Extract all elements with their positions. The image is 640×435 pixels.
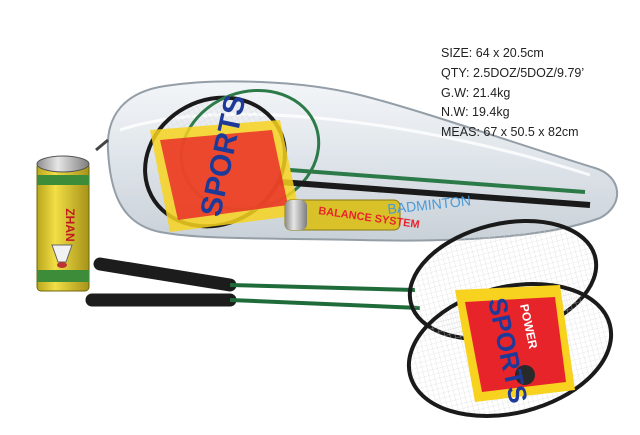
spec-net-weight: N.W: 19.4kg	[441, 105, 510, 120]
spec-measurement: MEAS: 67 x 50.5 x 82cm	[441, 125, 579, 140]
spec-qty: QTY: 2.5DOZ/5DOZ/9.79’	[441, 65, 585, 80]
spec-size: SIZE: 64 x 20.5cm	[441, 46, 544, 60]
spec-gross-weight: G.W: 21.4kg	[441, 85, 511, 100]
shuttlecock-tube	[36, 155, 90, 292]
bag-zipper-pull	[95, 138, 109, 152]
spec-list: SIZE: 64 x 20.5cm QTY: 2.5DOZ/5DOZ/9.79’…	[441, 44, 584, 143]
rackets-in-bag	[143, 88, 591, 232]
loose-rackets	[85, 219, 614, 419]
tube-brand-text: ZHAN	[63, 208, 77, 241]
